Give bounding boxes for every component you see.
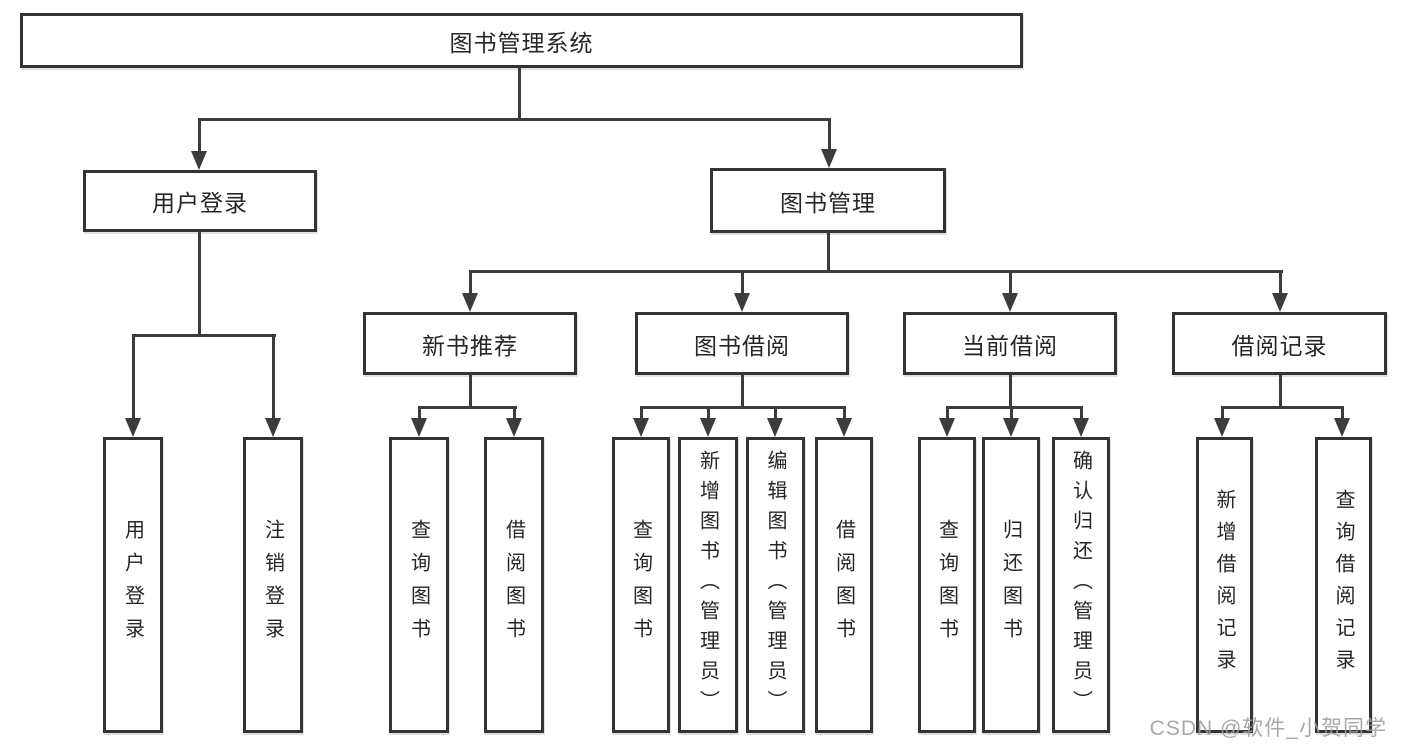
connector-recommend-stem	[469, 375, 472, 408]
connector-root-stem	[518, 68, 521, 119]
arrowhead-leaf	[939, 418, 955, 437]
leaf-query-books-current: 查询图书	[918, 437, 976, 733]
arrowhead-leaf	[1073, 418, 1089, 437]
leaf-borrow-books-recommend: 借阅图书	[484, 437, 544, 733]
connector-to-records	[1279, 270, 1282, 295]
arrowhead-leaf	[1334, 418, 1350, 437]
leaf-borrow-books: 借阅图书	[815, 437, 873, 733]
arrowhead-leaf	[1214, 418, 1230, 437]
leaf-query-borrow-record: 查询借阅记录	[1315, 437, 1372, 733]
connector-records-stem	[1279, 375, 1282, 408]
leaf-add-books-admin: 新增图书（管理员）	[678, 437, 738, 733]
node-user-login: 用户登录	[83, 170, 317, 232]
arrowhead-leaf-user-login	[125, 418, 141, 437]
connector-leaf	[774, 406, 777, 420]
connector-to-recommend	[469, 270, 472, 295]
connector-to-borrowing	[741, 270, 744, 295]
connector-leaf	[1080, 406, 1083, 420]
arrowhead-leaf-logout	[265, 418, 281, 437]
leaf-query-books-recommend: 查询图书	[389, 437, 449, 733]
connector-borrowing-bus	[640, 406, 846, 409]
node-current-borrowing: 当前借阅	[903, 312, 1117, 375]
csdn-watermark: CSDN @软件_小贺同学	[1149, 717, 1387, 740]
arrowhead-recommend	[462, 293, 478, 312]
connector-to-leaf-user-login	[132, 334, 135, 420]
connector-level3-bus	[469, 270, 1283, 273]
leaf-query-books-borrowing: 查询图书	[612, 437, 670, 733]
arrowhead-user-login	[191, 151, 207, 170]
arrowhead-leaf	[633, 418, 649, 437]
connector-borrowing-stem	[741, 375, 744, 408]
arrowhead-records	[1272, 293, 1288, 312]
connector-leaf	[843, 406, 846, 420]
connector-level2-bus	[198, 118, 831, 121]
leaf-user-login: 用户登录	[103, 437, 163, 733]
arrowhead-book-management	[821, 149, 837, 168]
arrowhead-leaf	[700, 418, 716, 437]
leaf-edit-books-admin: 编辑图书（管理员）	[746, 437, 805, 733]
connector-userlogin-bus	[132, 334, 276, 337]
node-library-management-system: 图书管理系统	[20, 13, 1023, 68]
arrowhead-leaf	[506, 418, 522, 437]
connector-records-bus	[1221, 406, 1344, 409]
node-borrowing-records: 借阅记录	[1172, 312, 1387, 375]
connector-leaf	[640, 406, 643, 420]
arrowhead-leaf	[411, 418, 427, 437]
connector-to-current	[1009, 270, 1012, 295]
connector-to-leaf-logout	[272, 334, 275, 420]
connector-recommend-bus	[418, 406, 517, 409]
connector-to-book-management	[828, 118, 831, 151]
connector-to-user-login	[198, 118, 201, 153]
leaf-logout-login: 注销登录	[243, 437, 303, 733]
node-book-management: 图书管理	[710, 168, 946, 233]
arrowhead-borrowing	[734, 293, 750, 312]
node-new-book-recommendation: 新书推荐	[363, 312, 577, 375]
arrowhead-leaf	[1003, 418, 1019, 437]
connector-leaf	[513, 406, 516, 420]
leaf-confirm-return-admin: 确认归还（管理员）	[1052, 437, 1110, 733]
node-book-borrowing: 图书借阅	[635, 312, 849, 375]
arrowhead-current	[1002, 293, 1018, 312]
connector-leaf	[1221, 406, 1224, 420]
connector-leaf	[1010, 406, 1013, 420]
connector-leaf	[1341, 406, 1344, 420]
leaf-add-borrow-record: 新增借阅记录	[1196, 437, 1253, 733]
arrowhead-leaf	[836, 418, 852, 437]
connector-leaf	[418, 406, 421, 420]
connector-leaf	[946, 406, 949, 420]
arrowhead-leaf	[767, 418, 783, 437]
connector-leaf	[707, 406, 710, 420]
connector-current-bus	[946, 406, 1083, 409]
connector-bookmgmt-stem	[827, 232, 830, 273]
connector-current-stem	[1009, 375, 1012, 408]
connector-userlogin-stem	[198, 232, 201, 336]
leaf-return-books: 归还图书	[982, 437, 1040, 733]
